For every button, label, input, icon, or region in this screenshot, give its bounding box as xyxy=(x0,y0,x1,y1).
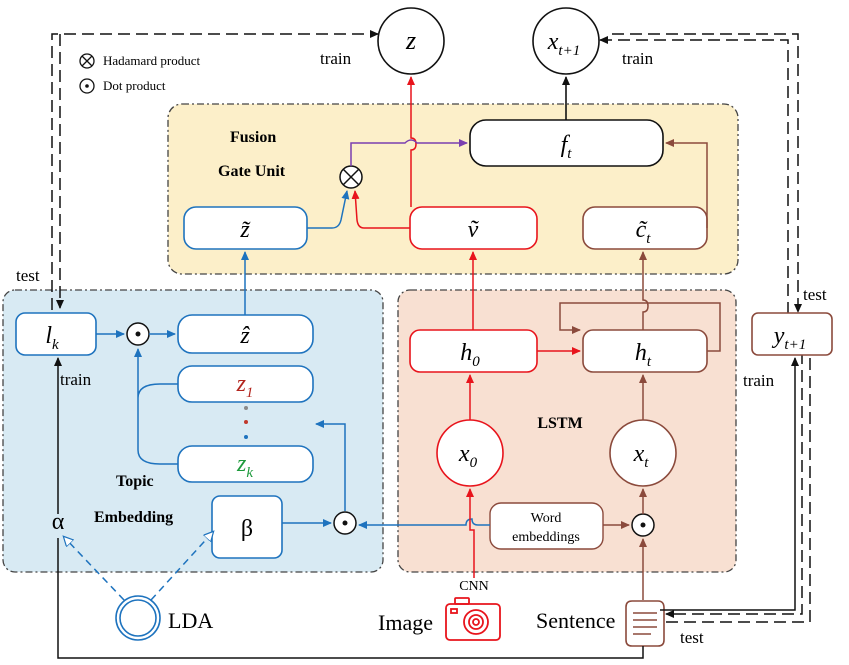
test-bottom-label: test xyxy=(680,628,704,647)
camera-icon xyxy=(445,597,501,641)
sentence-label: Sentence xyxy=(536,608,615,633)
dot-op-beta xyxy=(333,511,357,535)
z-node-label: z xyxy=(405,26,416,55)
topic-ellipsis-dots xyxy=(244,406,248,439)
outer-dashed-loops xyxy=(51,30,811,623)
z-hat-node-label: ẑ xyxy=(239,323,250,349)
cnn-label: CNN xyxy=(459,579,489,594)
edge-vtilde-to-hadamard xyxy=(351,190,410,229)
v-tilde-node-label: ṽ xyxy=(468,217,480,243)
legend: Hadamard product Dot product xyxy=(79,53,200,94)
fusion-title-2: Gate Unit xyxy=(218,163,286,180)
loop-train-x xyxy=(599,36,789,332)
z-tilde-node-label: z̃ xyxy=(239,217,251,243)
edge-ztilde-to-hadamard xyxy=(307,190,350,229)
c-tilde-node-label: c̃t xyxy=(636,217,652,247)
scroll-icon xyxy=(625,600,665,647)
test-right-label: test xyxy=(803,285,827,304)
train-z-label: train xyxy=(320,49,352,68)
dot-op-lk xyxy=(126,322,150,346)
solid-feedback-lines xyxy=(54,357,799,659)
dot-legend-icon xyxy=(79,78,95,94)
edge-dot-to-topics xyxy=(315,420,346,511)
y-next-node xyxy=(751,312,833,356)
edge-ht-recurrent xyxy=(559,302,721,352)
lda-icon xyxy=(115,595,161,641)
loop-test-sentence-back xyxy=(665,352,803,618)
red-connections xyxy=(351,76,581,578)
edge-sentence-to-alpha xyxy=(57,538,644,659)
beta-node xyxy=(211,495,283,559)
blue-connections xyxy=(96,190,490,529)
hadamard-op xyxy=(339,165,363,189)
beta-node-label: β xyxy=(241,516,253,542)
hadamard-legend-label: Hadamard product xyxy=(103,53,200,68)
edge-sentence-to-ynext xyxy=(660,357,799,611)
lstm-title: LSTM xyxy=(537,415,582,432)
z-node xyxy=(377,7,445,75)
brown-connections xyxy=(559,139,721,600)
z-k-node-label: zk xyxy=(236,451,253,481)
x-next-node-label: xt+1 xyxy=(547,29,580,59)
train-y-label: train xyxy=(743,371,775,390)
dot-op-xt xyxy=(631,513,655,537)
loop-test-y xyxy=(612,33,802,313)
edge-hadamard-to-ft xyxy=(350,139,468,166)
edge-wordemb-to-dot xyxy=(358,518,490,529)
z-1-node-label: z1 xyxy=(236,371,254,401)
edge-ctilde-to-ft xyxy=(665,139,708,228)
image-label: Image xyxy=(378,610,433,635)
f-t-node-label: ft xyxy=(561,132,573,162)
dot-legend-label: Dot product xyxy=(103,78,166,93)
train-lk-label: train xyxy=(60,370,92,389)
edge-lda-to-alpha xyxy=(64,537,125,601)
train-x-label: train xyxy=(622,49,654,68)
word-embeddings-label-1: Word xyxy=(531,511,562,526)
h-t-node-label: ht xyxy=(635,340,652,370)
lda-label: LDA xyxy=(168,608,213,633)
edge-topics-bracket xyxy=(137,420,178,465)
word-embeddings-node xyxy=(489,502,604,550)
topic-title-1: Topic xyxy=(116,473,154,490)
h-0-node-label: h0 xyxy=(460,340,480,370)
hadamard-legend-icon xyxy=(79,53,95,69)
topic-embedding-region xyxy=(2,289,384,573)
x-0-node-label: x0 xyxy=(458,441,478,471)
topic-title-2: Embedding xyxy=(94,509,173,526)
alpha-node-label: α xyxy=(52,509,65,535)
loop-test-sentence xyxy=(666,358,811,623)
edge-vtilde-to-z xyxy=(407,76,417,207)
loop-train-z xyxy=(51,30,379,310)
edge-ht-to-ctilde xyxy=(639,251,649,330)
edge-lda-to-beta xyxy=(150,532,213,601)
x-next-node xyxy=(532,7,600,75)
fusion-title-1: Fusion xyxy=(230,129,276,146)
lda-edges xyxy=(64,532,213,601)
edge-topics-to-dot xyxy=(134,348,178,420)
l-k-node-label: lk xyxy=(45,323,59,353)
y-next-node-label: yt+1 xyxy=(772,323,806,353)
word-embeddings-label-2: embeddings xyxy=(512,530,580,545)
edge-cnn-to-x0 xyxy=(466,488,475,578)
x-t-node-label: xt xyxy=(633,441,650,471)
x-0-node xyxy=(436,419,504,487)
test-left-label: test xyxy=(16,266,40,285)
